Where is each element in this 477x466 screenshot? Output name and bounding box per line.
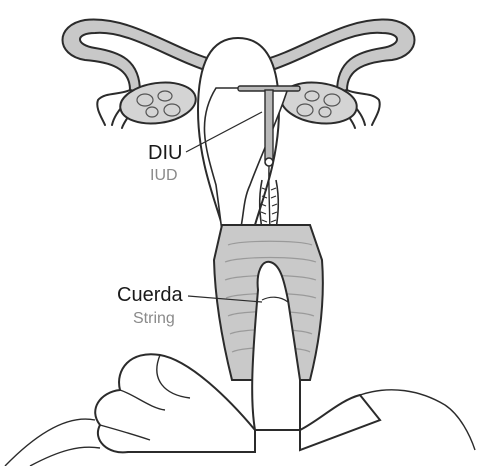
forearm — [300, 395, 380, 450]
iud-label-spanish: DIU — [148, 143, 182, 163]
string-label-spanish: Cuerda — [117, 285, 183, 305]
right-fallopian-tube — [263, 20, 415, 92]
iud-bulb — [265, 158, 273, 166]
string-label-english: String — [133, 311, 175, 327]
left-fallopian-tube — [63, 20, 215, 92]
iud-label-english: IUD — [150, 168, 178, 184]
